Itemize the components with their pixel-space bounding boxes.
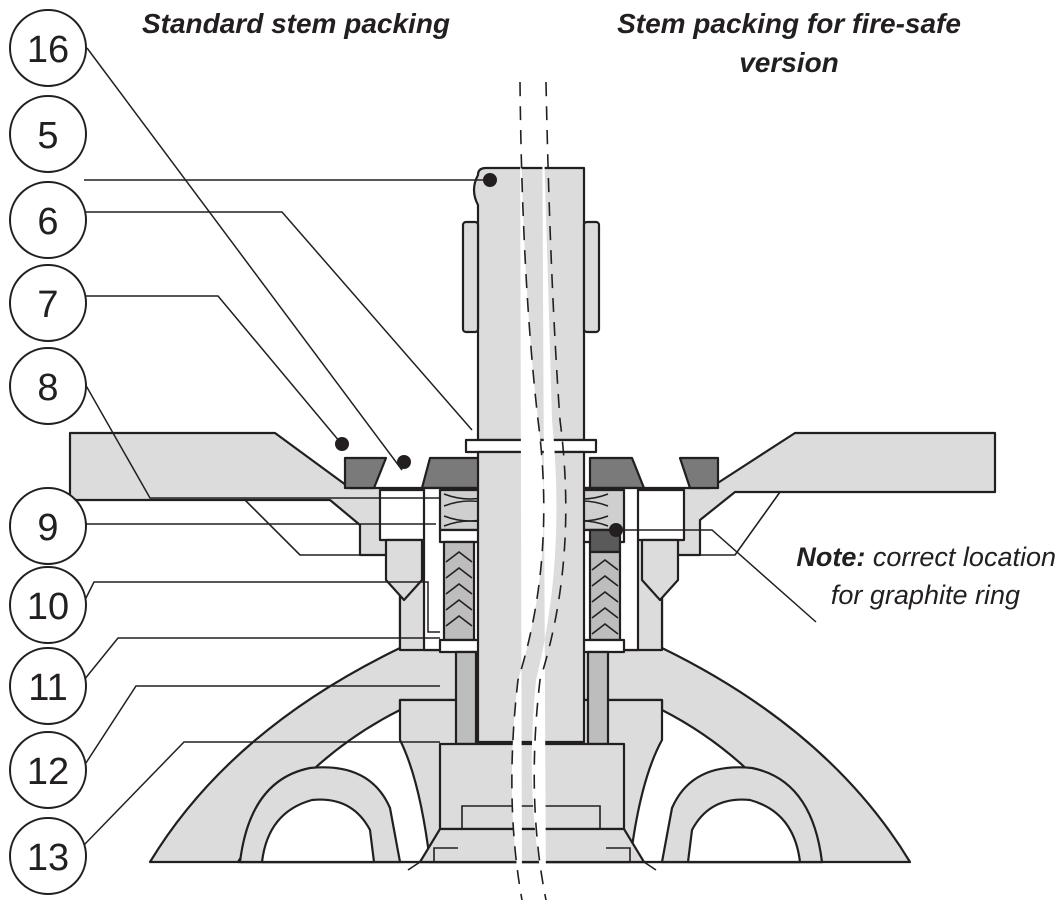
leader-lines [83,47,817,846]
callout-16: 16 [9,9,87,87]
heading-standard-stem-packing: Standard stem packing [142,8,450,39]
svg-text:9: 9 [37,507,58,549]
callout-9: 9 [9,487,87,565]
svg-text:7: 7 [37,284,58,326]
callout-5: 5 [9,95,87,173]
callout-list: 16 5 6 7 8 9 10 11 [9,9,87,895]
v-ring-packing-right [588,528,622,642]
v-ring-packing-left [442,540,476,642]
heading-fire-safe-line2: version [739,47,839,78]
leader-11 [83,637,440,681]
callout-12: 12 [9,731,87,809]
gland-plate-left [343,456,482,490]
leader-16 [86,47,403,471]
leader-10 [83,581,440,633]
svg-text:12: 12 [27,751,69,793]
graphite-ring-note: Note: correct location for graphite ring [796,542,1056,610]
heading-fire-safe-line1: Stem packing for fire-safe [617,8,961,39]
leader-7 [84,295,341,443]
note-line2: for graphite ring [831,580,1020,610]
leader-13 [83,741,440,846]
svg-text:11: 11 [28,667,67,709]
svg-text:10: 10 [27,586,69,628]
callout-7: 7 [9,264,87,342]
svg-text:8: 8 [37,367,58,409]
note-label: Note: [796,542,865,572]
callout-11: 11 [9,647,87,725]
leader-note [616,529,817,623]
callout-13: 13 [9,817,87,895]
callout-8: 8 [9,347,87,425]
flange-bolt-right [634,488,686,602]
callout-10: 10 [9,566,87,644]
leader-6 [84,211,473,431]
section-break [511,81,567,901]
svg-text:16: 16 [27,29,69,71]
callout-6: 6 [9,181,87,259]
svg-text:5: 5 [37,115,58,157]
gland-plate-right [588,456,720,490]
leader-12 [83,685,440,767]
note-line1: Note: correct location [796,542,1056,572]
guide-bushing [454,650,610,746]
svg-text:13: 13 [27,837,69,879]
leader-8 [83,381,440,499]
dot-markers [335,173,623,537]
note-text-1: correct location [865,542,1056,572]
svg-text:6: 6 [37,201,58,243]
